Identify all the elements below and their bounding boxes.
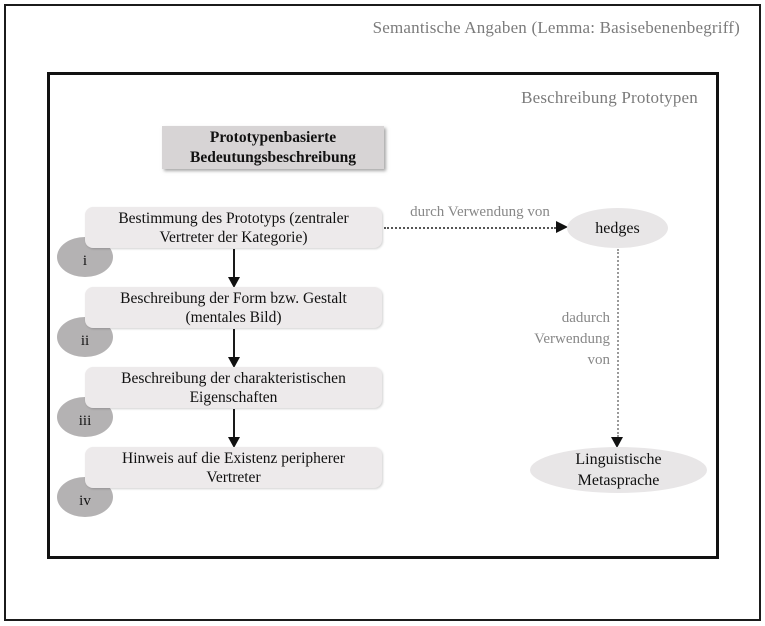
- arrow-down-icon: [228, 357, 240, 368]
- metasprache-node: Linguistische Metasprache: [530, 447, 707, 493]
- inner-frame: [47, 72, 719, 559]
- diagram-title: Semantische Angaben (Lemma: Basisebenenb…: [372, 18, 740, 37]
- step-marker-iv-label: iv: [79, 493, 91, 509]
- step-box-4: Hinweis auf die Existenz peripherer Vert…: [85, 447, 382, 488]
- step-marker-i-label: i: [82, 253, 88, 269]
- header-box: Prototypenbasierte Bedeutungsbeschreibun…: [162, 126, 384, 169]
- hedges-node: hedges: [567, 208, 668, 248]
- step-box-3-line1: Beschreibung der charakteristischen: [121, 369, 346, 387]
- step-box-1-line2: Vertreter der Kategorie): [159, 228, 308, 246]
- step-box-2-line1: Beschreibung der Form bzw. Gestalt: [120, 289, 347, 307]
- step-marker-ii-label: ii: [80, 333, 90, 349]
- step-box-4-line2: Vertreter: [206, 468, 261, 486]
- arrow-right-icon: [556, 221, 568, 233]
- dotted-connector-to-hedges: [384, 227, 556, 229]
- edge-label-line1: dadurch: [561, 310, 610, 326]
- inner-frame-title: Beschreibung Prototypen: [521, 88, 698, 107]
- step-box-1-line1: Bestimmung des Prototyps (zentraler: [118, 209, 349, 227]
- step-box-2-line2: (mentales Bild): [185, 308, 282, 326]
- edge-label-durch-verwendung: durch Verwendung von: [410, 204, 550, 220]
- step-box-1: Bestimmung des Prototyps (zentraler Vert…: [85, 207, 382, 248]
- flow-arrow-line-2: [233, 329, 235, 358]
- flow-arrow-line-1: [233, 249, 235, 278]
- edge-label-line2: Verwendung: [534, 331, 610, 347]
- arrow-down-icon: [228, 437, 240, 448]
- metasprache-node-line2: Metasprache: [577, 472, 660, 489]
- step-box-3: Beschreibung der charakteristischen Eige…: [85, 367, 382, 408]
- step-marker-iii: iii: [57, 397, 113, 437]
- outer-frame: [4, 4, 761, 621]
- arrow-down-icon: [611, 437, 623, 448]
- step-marker-iii-label: iii: [78, 413, 92, 429]
- metasprache-node-line1: Linguistische: [575, 451, 662, 468]
- step-box-3-line2: Eigenschaften: [189, 388, 278, 406]
- edge-label-dadurch-verwendung: dadurch Verwendung von: [490, 308, 610, 371]
- arrow-down-icon: [228, 277, 240, 288]
- header-box-line2: Bedeutungsbeschreibung: [190, 148, 356, 166]
- step-box-2: Beschreibung der Form bzw. Gestalt (ment…: [85, 287, 382, 328]
- edge-label-line3: von: [587, 352, 611, 368]
- step-box-4-line1: Hinweis auf die Existenz peripherer: [122, 449, 345, 467]
- flow-arrow-line-3: [233, 409, 235, 438]
- dotted-connector-to-metasprache: [617, 249, 619, 437]
- hedges-node-label: hedges: [595, 219, 640, 237]
- header-box-line1: Prototypenbasierte: [209, 128, 337, 146]
